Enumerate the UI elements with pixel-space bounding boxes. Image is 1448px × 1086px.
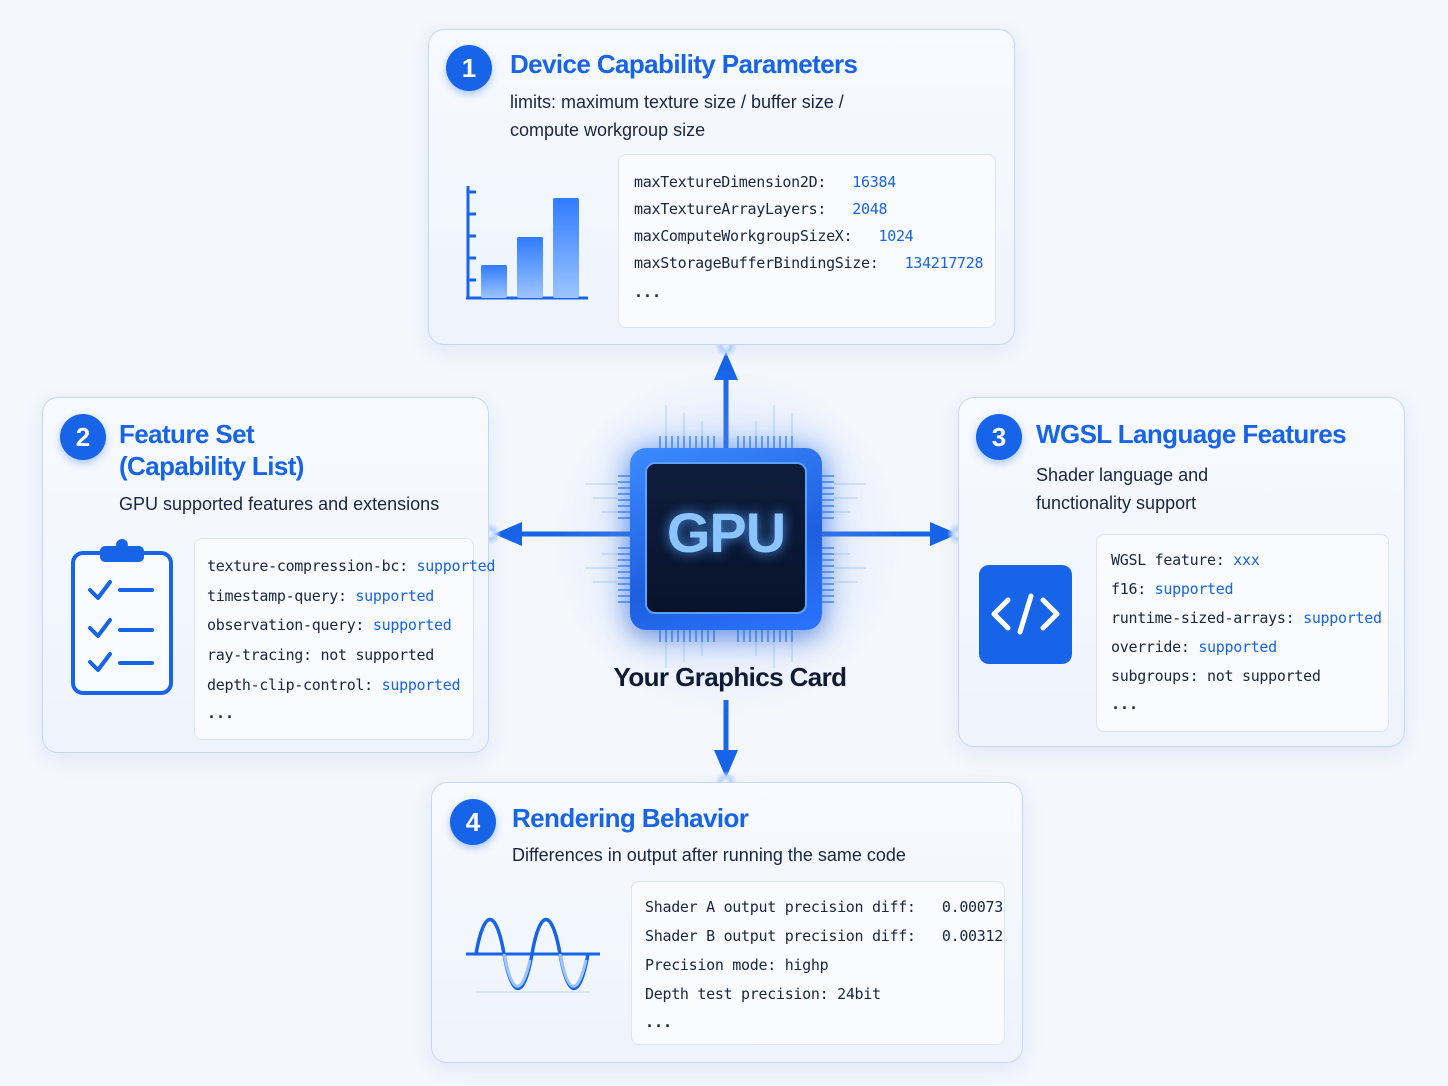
step-badge-1: 1 bbox=[446, 45, 492, 91]
row-key: f16: bbox=[1111, 580, 1146, 598]
row-value: xxx bbox=[1233, 551, 1260, 569]
arrow-up-head bbox=[714, 352, 738, 380]
card3-row-3: runtime-sized-arrays: supported bbox=[1111, 609, 1382, 627]
arrow-down-head bbox=[714, 750, 738, 778]
card4-desc: Differences in output after running the … bbox=[512, 845, 906, 865]
card4-title: Rendering Behavior bbox=[512, 803, 749, 833]
card4-code-panel bbox=[631, 881, 1005, 1045]
card1-title: Device Capability Parameters bbox=[510, 49, 858, 79]
row-value: 16384 bbox=[852, 173, 896, 191]
row-key: Depth test precision: bbox=[645, 985, 829, 1003]
card4-row-3: Precision mode: highp bbox=[645, 956, 829, 974]
row-key: maxTextureDimension2D: bbox=[634, 173, 827, 191]
gpu-chip-die bbox=[645, 462, 807, 614]
row-key: WGSL feature: bbox=[1111, 551, 1225, 569]
card1-row-4: maxStorageBufferBindingSize: 134217728 bbox=[634, 254, 984, 272]
card1-ellipsis: ... bbox=[634, 283, 662, 301]
card1-row-2: maxTextureArrayLayers: 2048 bbox=[634, 200, 888, 218]
step-badge-4: 4 bbox=[450, 799, 496, 845]
row-value: supported bbox=[1154, 580, 1234, 598]
card3-row-2: f16: supported bbox=[1111, 580, 1234, 598]
step-badge-2: 2 bbox=[60, 414, 106, 460]
card3-code-panel bbox=[1096, 534, 1389, 732]
card1-code-panel bbox=[618, 154, 996, 328]
row-key: depth-clip-control: bbox=[207, 676, 373, 694]
card3-row-5: subgroups: not supported bbox=[1111, 667, 1321, 685]
row-key: Shader A output precision diff: bbox=[645, 898, 916, 916]
card3-row-1: WGSL feature: xxx bbox=[1111, 551, 1260, 569]
row-value: supported bbox=[1198, 638, 1277, 656]
card3-desc-line2: functionality support bbox=[1036, 493, 1197, 513]
row-value: highp bbox=[784, 956, 829, 974]
card3-title: WGSL Language Features bbox=[1036, 419, 1347, 449]
row-value: 24bit bbox=[837, 985, 881, 1003]
card3-row-4: override: supported bbox=[1111, 638, 1277, 656]
row-key: observation-query: bbox=[207, 616, 365, 634]
row-value: 0.00312 bbox=[941, 927, 1003, 945]
row-key: maxStorageBufferBindingSize: bbox=[634, 254, 879, 272]
row-value: supported bbox=[355, 587, 435, 605]
row-value: supported bbox=[381, 676, 461, 694]
card2-title-line1: Feature Set bbox=[119, 419, 255, 449]
card4-ellipsis: ... bbox=[645, 1013, 673, 1031]
row-value: supported bbox=[372, 616, 452, 634]
row-key: texture-compression-bc: bbox=[207, 557, 408, 575]
card1-desc-line1: limits: maximum texture size / buffer si… bbox=[510, 92, 844, 112]
row-key: maxComputeWorkgroupSizeX: bbox=[634, 227, 853, 245]
row-value: supported bbox=[1303, 609, 1382, 627]
row-key: ray-tracing: bbox=[207, 646, 312, 664]
row-key: override: bbox=[1111, 638, 1190, 656]
arrow-right-head bbox=[930, 522, 958, 546]
row-key: Precision mode: bbox=[645, 956, 776, 974]
row-key: maxTextureArrayLayers: bbox=[634, 200, 827, 218]
card2-row-1: texture-compression-bc: supported bbox=[207, 557, 495, 575]
row-value: supported bbox=[416, 557, 496, 575]
arrow-left-head bbox=[494, 522, 522, 546]
row-value: not supported bbox=[1207, 667, 1321, 685]
card2-row-3: observation-query: supported bbox=[207, 616, 452, 634]
row-value: 0.00073 bbox=[941, 898, 1003, 916]
card4-row-1: Shader A output precision diff: 0.00073 bbox=[645, 898, 1003, 916]
card2-code-panel bbox=[194, 538, 474, 740]
row-value: not supported bbox=[320, 646, 435, 664]
row-key: subgroups: bbox=[1111, 667, 1199, 685]
card3-ellipsis: ... bbox=[1111, 695, 1139, 713]
card2-desc: GPU supported features and extensions bbox=[119, 494, 440, 514]
card2-ellipsis: ... bbox=[207, 704, 235, 722]
row-value: 1024 bbox=[878, 227, 914, 245]
gpu-chip-label: GPU bbox=[666, 501, 786, 564]
card2-row-4: ray-tracing: not supported bbox=[207, 646, 434, 664]
row-key: runtime-sized-arrays: bbox=[1111, 609, 1295, 627]
card1-row-1: maxTextureDimension2D: 16384 bbox=[634, 173, 896, 191]
card4-row-4: Depth test precision: 24bit bbox=[645, 985, 881, 1003]
card3-desc-line1: Shader language and bbox=[1036, 465, 1209, 485]
card2-row-2: timestamp-query: supported bbox=[207, 587, 434, 605]
card1-row-3: maxComputeWorkgroupSizeX: 1024 bbox=[634, 227, 914, 245]
card1-desc-line2: compute workgroup size bbox=[510, 120, 706, 140]
row-key: timestamp-query: bbox=[207, 587, 347, 605]
row-value: 2048 bbox=[852, 200, 888, 218]
step-badge-3: 3 bbox=[976, 414, 1022, 460]
card2-row-5: depth-clip-control: supported bbox=[207, 676, 461, 694]
row-key: Shader B output precision diff: bbox=[645, 927, 916, 945]
card2-title-line2: (Capability List) bbox=[119, 451, 304, 481]
card4-row-2: Shader B output precision diff: 0.00312 bbox=[645, 927, 1003, 945]
gpu-caption: Your Graphics Card bbox=[613, 662, 847, 692]
row-value: 134217728 bbox=[904, 254, 984, 272]
